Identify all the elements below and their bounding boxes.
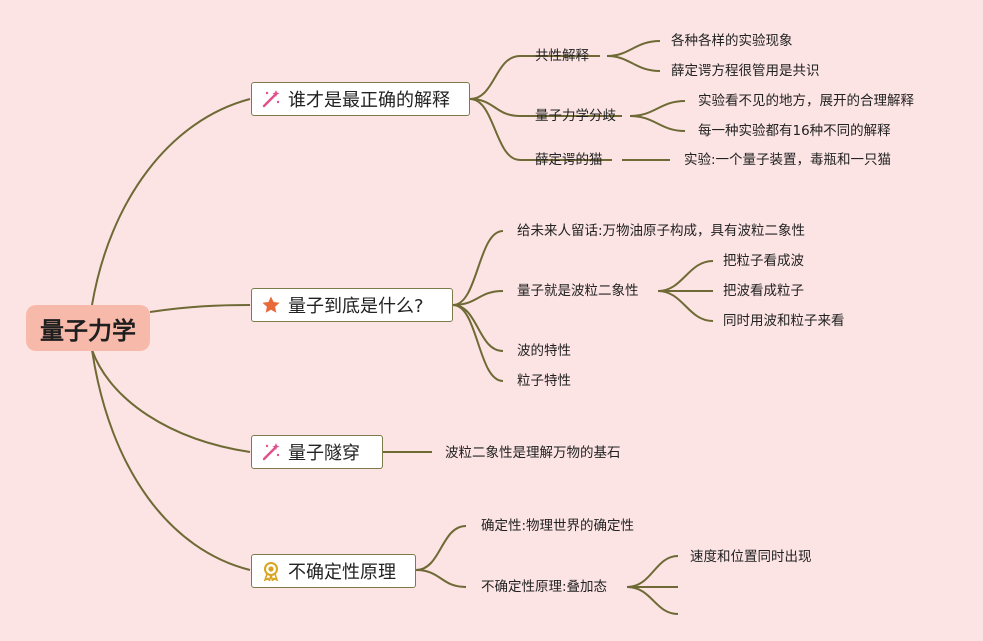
root-topic-label: 量子力学 <box>40 316 136 345</box>
topic-quantum-tunneling[interactable]: 量子隧穿 <box>251 435 383 469</box>
topic-correct-interpretation[interactable]: 谁才是最正确的解释 <box>251 82 470 116</box>
star-icon <box>260 294 282 316</box>
branch-common-interpretation[interactable]: 共性解释 <box>535 48 589 64</box>
leaf-speed-position[interactable]: 速度和位置同时出现 <box>690 549 812 565</box>
topic-label: 量子隧穿 <box>288 443 360 464</box>
branch-message-to-future[interactable]: 给未来人留话:万物油原子构成，具有波粒二象性 <box>517 223 806 239</box>
leaf-wave-as-particle[interactable]: 把波看成粒子 <box>723 283 804 299</box>
leaf-both-views[interactable]: 同时用波和粒子来看 <box>723 313 845 329</box>
topic-uncertainty-principle[interactable]: 不确定性原理 <box>251 554 416 588</box>
leaf-sixteen-interpretations[interactable]: 每一种实验都有16种不同的解释 <box>698 123 891 139</box>
branch-schrodinger-cat[interactable]: 薛定谔的猫 <box>535 152 603 168</box>
leaf-reasonable-interpretation[interactable]: 实验看不见的地方，展开的合理解释 <box>698 93 914 109</box>
topic-what-is-quantum[interactable]: 量子到底是什么? <box>251 288 453 322</box>
topic-label: 量子到底是什么? <box>288 296 424 317</box>
root-topic[interactable]: 量子力学 <box>26 305 150 351</box>
branch-quantum-disagreement[interactable]: 量子力学分歧 <box>535 108 616 124</box>
magic-wand-icon <box>260 88 282 110</box>
branch-superposition[interactable]: 不确定性原理:叠加态 <box>481 579 608 595</box>
branch-particle-properties[interactable]: 粒子特性 <box>517 373 571 389</box>
topic-label: 谁才是最正确的解释 <box>288 90 450 111</box>
branch-wave-particle-duality[interactable]: 量子就是波粒二象性 <box>517 283 639 299</box>
magic-wand-icon <box>260 441 282 463</box>
leaf-schrodinger-equation-consensus[interactable]: 薛定谔方程很管用是共识 <box>671 63 820 79</box>
branch-wave-properties[interactable]: 波的特性 <box>517 343 571 359</box>
topic-label: 不确定性原理 <box>288 562 396 583</box>
branch-certainty[interactable]: 确定性:物理世界的确定性 <box>481 518 635 534</box>
leaf-particle-as-wave[interactable]: 把粒子看成波 <box>723 253 804 269</box>
award-medal-icon <box>260 560 282 582</box>
leaf-cat-experiment[interactable]: 实验:一个量子装置，毒瓶和一只猫 <box>684 152 892 168</box>
branch-duality-foundation[interactable]: 波粒二象性是理解万物的基石 <box>445 445 621 461</box>
leaf-experiment-phenomena[interactable]: 各种各样的实验现象 <box>671 33 793 49</box>
